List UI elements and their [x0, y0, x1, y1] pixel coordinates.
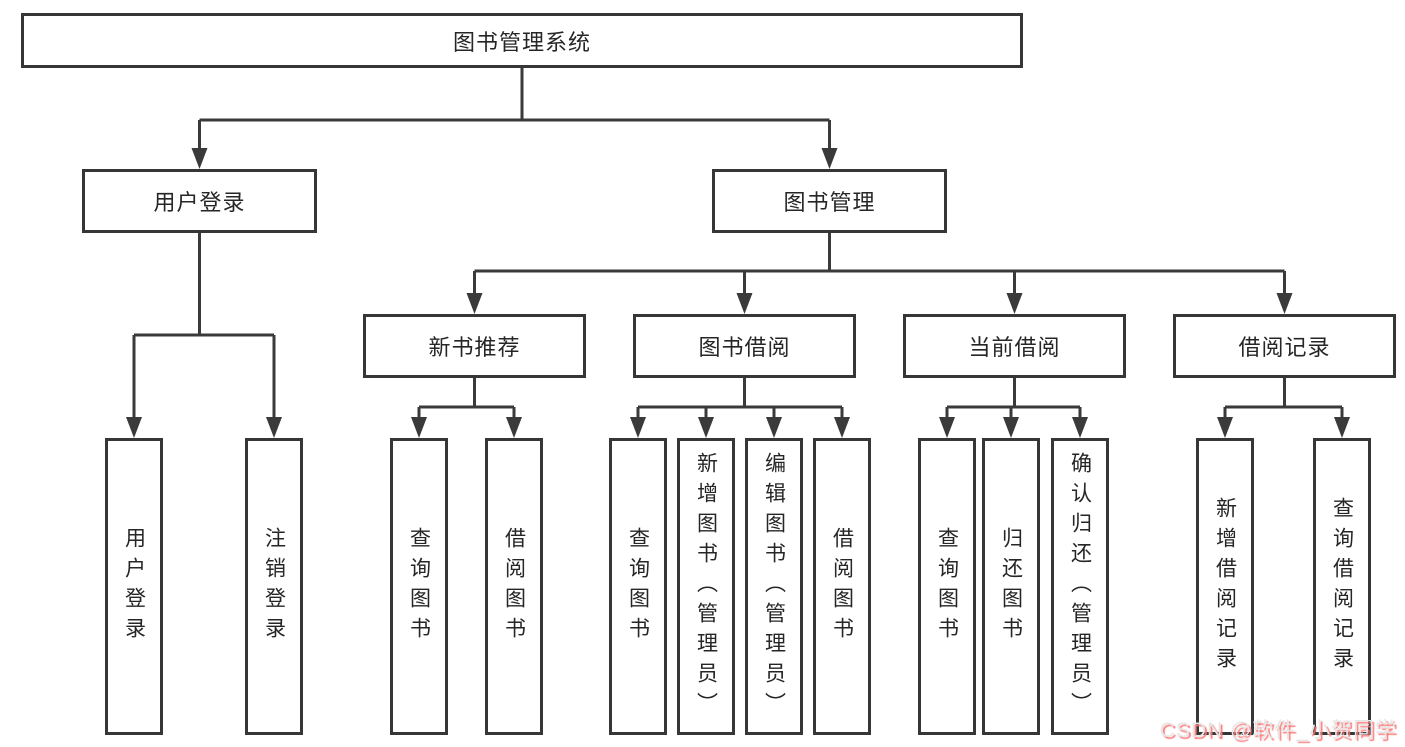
- leaf-label: 查询图书: [935, 526, 959, 647]
- arrow-down-icon: [939, 417, 955, 438]
- arrow-down-icon: [698, 417, 714, 438]
- arrow-down-icon: [1276, 293, 1293, 314]
- arrow-down-icon: [466, 293, 483, 314]
- arrow-down-icon: [834, 417, 850, 438]
- connector-recommend: [417, 378, 516, 422]
- leaf-label: 归还图书: [999, 526, 1023, 647]
- arrow-down-icon: [1006, 293, 1023, 314]
- node-book-management: 图书管理: [712, 169, 947, 233]
- leaf-label: 借阅图书: [502, 526, 526, 647]
- leaf-borrow-book-2: 借阅图书: [813, 438, 871, 735]
- node-current-borrow: 当前借阅: [903, 314, 1126, 378]
- leaf-label: 确认归还（管理员）: [1068, 451, 1092, 722]
- leaf-query-book-2: 查询图书: [609, 438, 667, 735]
- arrow-down-icon: [266, 417, 282, 438]
- leaf-query-book-1: 查询图书: [390, 438, 448, 735]
- leaf-label: 新增图书（管理员）: [694, 451, 718, 722]
- arrow-down-icon: [126, 417, 142, 438]
- leaf-label: 用户登录: [122, 526, 146, 647]
- connector-records: [1223, 378, 1344, 422]
- connector-login: [132, 233, 276, 422]
- leaf-query-book-3: 查询图书: [918, 438, 976, 735]
- arrow-down-icon: [191, 148, 208, 169]
- arrow-down-icon: [1072, 417, 1088, 438]
- leaf-return-book: 归还图书: [982, 438, 1040, 735]
- node-label: 当前借阅: [968, 335, 1061, 360]
- leaf-label: 借阅图书: [830, 526, 854, 647]
- connector-current: [945, 378, 1082, 422]
- arrow-down-icon: [766, 417, 782, 438]
- connector-book-mgmt: [473, 233, 1286, 298]
- watermark: CSDN @软件_小贺同学: [1159, 719, 1397, 742]
- leaf-label: 查询借阅记录: [1330, 496, 1354, 677]
- arrow-down-icon: [1334, 417, 1350, 438]
- leaf-confirm-return-admin: 确认归还（管理员）: [1051, 438, 1109, 735]
- node-label: 借阅记录: [1238, 335, 1331, 360]
- leaf-logout: 注销登录: [245, 438, 303, 735]
- connector-root: [198, 68, 831, 153]
- arrow-down-icon: [821, 148, 838, 169]
- node-root: 图书管理系统: [21, 13, 1023, 68]
- node-label: 新书推荐: [428, 335, 521, 360]
- node-label: 用户登录: [153, 190, 246, 215]
- leaf-user-login: 用户登录: [105, 438, 163, 735]
- node-new-book-recommend: 新书推荐: [363, 314, 586, 378]
- node-label: 图书借阅: [698, 335, 791, 360]
- arrow-down-icon: [736, 293, 753, 314]
- leaf-edit-book-admin: 编辑图书（管理员）: [745, 438, 803, 735]
- arrow-down-icon: [506, 417, 522, 438]
- node-user-login: 用户登录: [82, 169, 317, 233]
- leaf-label: 编辑图书（管理员）: [762, 451, 786, 722]
- node-label: 图书管理: [783, 190, 876, 215]
- leaf-label: 查询图书: [626, 526, 650, 647]
- leaf-query-borrow-record: 查询借阅记录: [1313, 438, 1371, 735]
- node-book-borrow: 图书借阅: [633, 314, 856, 378]
- arrow-down-icon: [1217, 417, 1233, 438]
- node-borrow-records: 借阅记录: [1173, 314, 1396, 378]
- leaf-label: 新增借阅记录: [1213, 496, 1237, 677]
- leaf-borrow-book-1: 借阅图书: [485, 438, 543, 735]
- leaf-label: 注销登录: [262, 526, 286, 647]
- leaf-add-borrow-record: 新增借阅记录: [1196, 438, 1254, 735]
- arrow-down-icon: [1003, 417, 1019, 438]
- node-root-label: 图书管理系统: [452, 29, 591, 55]
- connector-borrow: [636, 378, 844, 422]
- arrow-down-icon: [630, 417, 646, 438]
- arrow-down-icon: [411, 417, 427, 438]
- leaf-add-book-admin: 新增图书（管理员）: [677, 438, 735, 735]
- leaf-label: 查询图书: [407, 526, 431, 647]
